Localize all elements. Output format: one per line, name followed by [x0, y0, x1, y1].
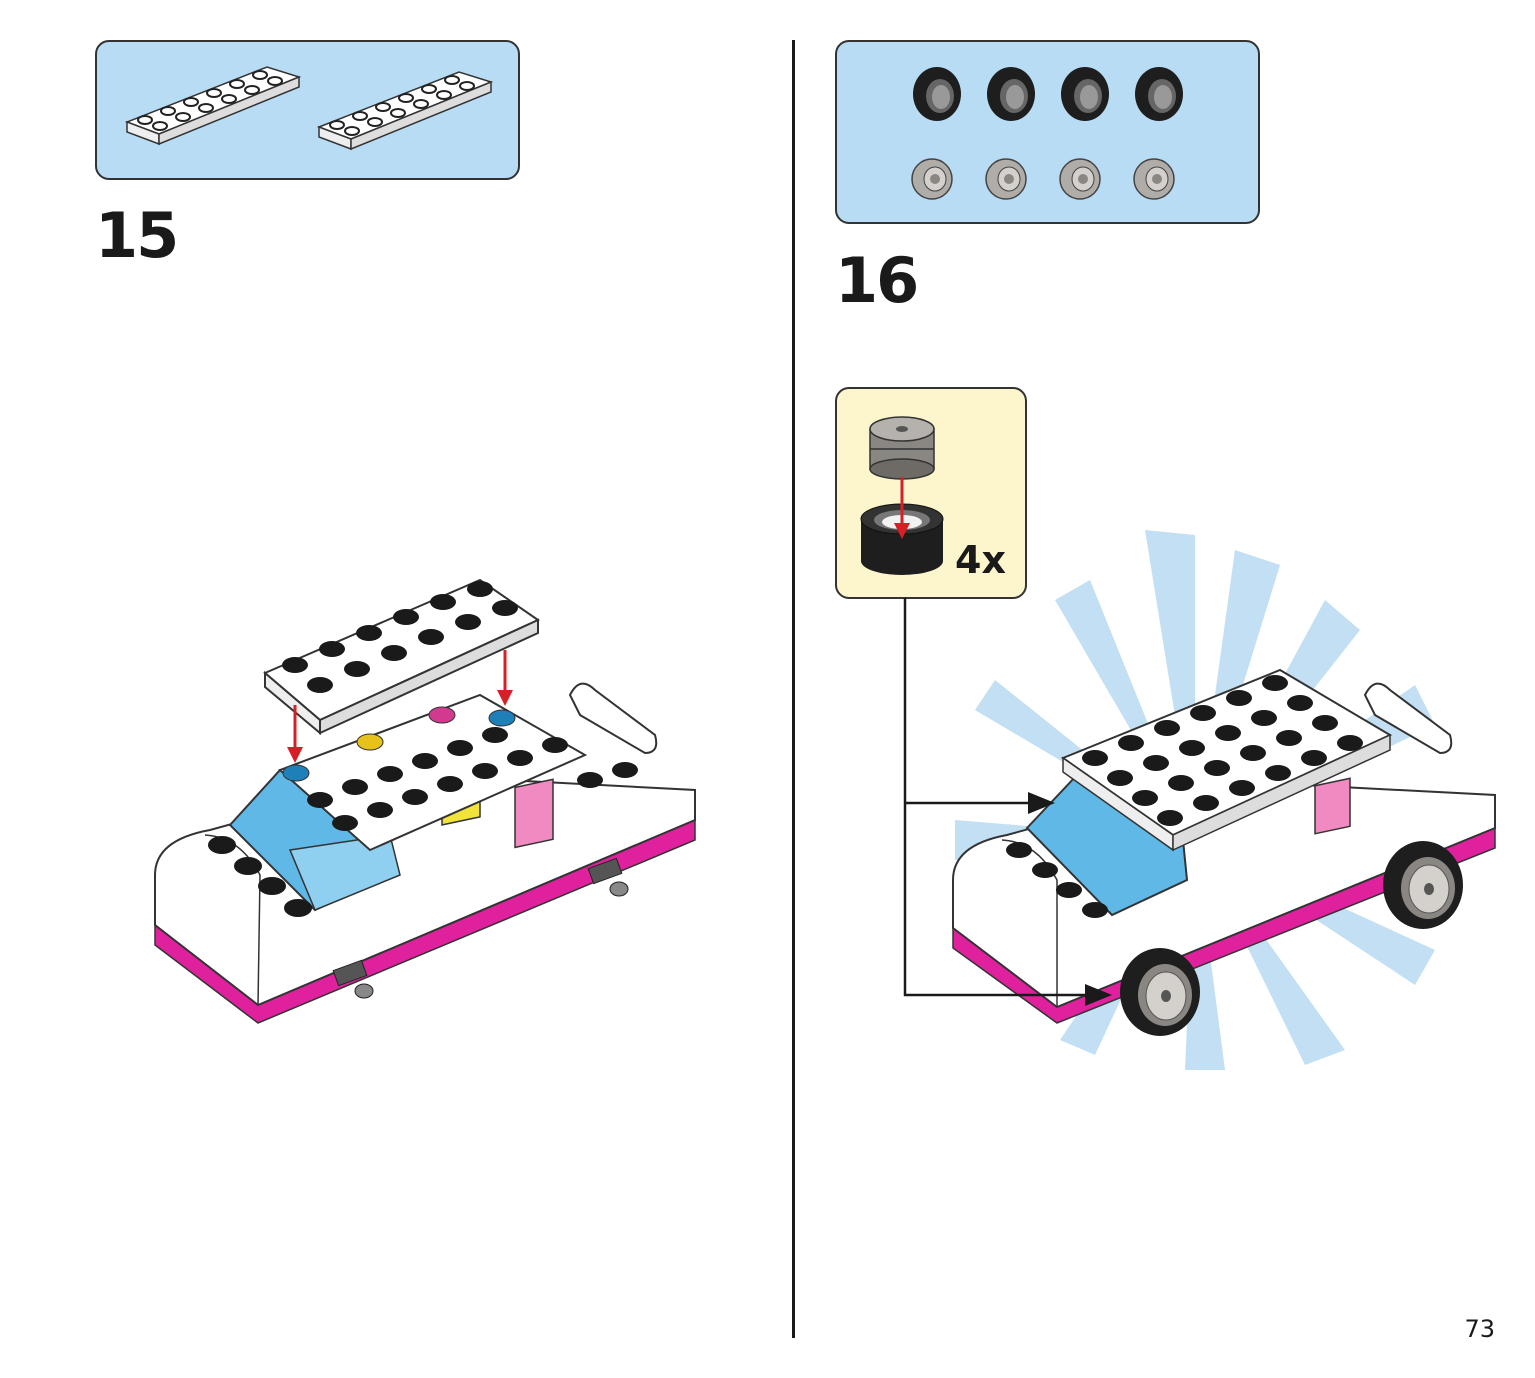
wheel-icon: [1120, 948, 1200, 1036]
step-15-parts-box: [95, 40, 520, 180]
black-tire-icon: [913, 67, 961, 121]
step-16-car-illustration: [952, 530, 1496, 1070]
step-15-number: 15: [95, 199, 179, 272]
white-plate-2x6-icon: [316, 71, 494, 151]
step-15-car-illustration: [154, 578, 696, 1024]
step-16-parts-box: [835, 40, 1260, 224]
callout-connector: [903, 598, 1112, 1006]
spoiler-icon: [568, 682, 658, 755]
placement-arrow-icon: [894, 477, 910, 539]
parts-illustration: [911, 67, 1183, 200]
black-tire-icon: [1135, 67, 1183, 121]
black-tire-icon: [1061, 67, 1109, 121]
gray-wheel-hub-icon: [985, 158, 1027, 200]
gray-wheel-hub-icon: [1059, 158, 1101, 200]
gray-wheel-hub-icon: [869, 416, 935, 480]
step-16-number: 16: [835, 244, 919, 317]
white-plate-2x6-icon: [124, 66, 302, 146]
wheel-icon: [1383, 841, 1463, 929]
new-plate-icon: [263, 578, 541, 736]
wheel-assembly-illustration: [860, 416, 944, 575]
page-divider: [792, 40, 795, 1338]
arrow-right-icon: [1085, 984, 1112, 1006]
spoiler-icon: [1363, 682, 1453, 755]
black-tire-icon: [987, 67, 1035, 121]
pink-window-icon: [1314, 777, 1351, 835]
axle-icon: [332, 857, 629, 999]
quantity-label: 4x: [955, 538, 1006, 582]
parts-illustration: [124, 66, 494, 151]
arrow-right-icon: [1028, 792, 1055, 814]
gray-wheel-hub-icon: [911, 158, 953, 200]
page-number: 73: [1464, 1315, 1495, 1343]
pink-window-icon: [514, 778, 554, 849]
subassembly-callout: [835, 387, 1027, 599]
gray-wheel-hub-icon: [1133, 158, 1175, 200]
placement-arrow-icon: [287, 650, 513, 763]
